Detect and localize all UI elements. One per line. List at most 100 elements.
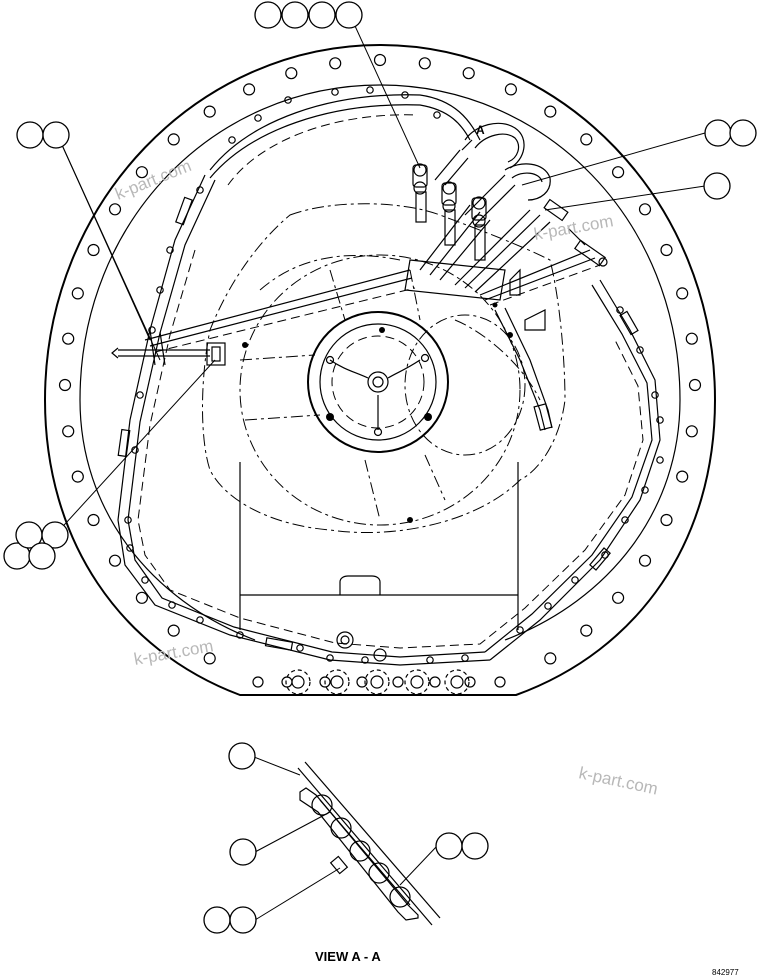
bottom-plugs [285, 669, 470, 695]
harness-clip [426, 656, 434, 664]
bolt-hole [87, 243, 100, 257]
harness-clip [461, 654, 469, 662]
harness-clip [656, 456, 664, 464]
bolt-hole [167, 133, 180, 146]
harness-clip [141, 576, 149, 584]
lower-case [239, 462, 519, 662]
drain-plug [404, 669, 430, 695]
bolt-hole [203, 652, 216, 665]
drain-plug [444, 669, 470, 695]
harness-clip [571, 576, 579, 584]
bolt-hole [135, 591, 148, 604]
bolt-hole [135, 166, 148, 179]
callout-balloon [335, 1, 363, 29]
callout-balloon [28, 542, 56, 570]
bolt-hole [58, 378, 72, 392]
bolt-hole [685, 332, 698, 345]
harness-clip [136, 391, 144, 399]
drain-plug-center [330, 675, 344, 689]
watermark-text: k-part.com [532, 211, 614, 244]
bolt-hole [281, 676, 293, 688]
bolt-hole [544, 652, 557, 665]
harness-clip [331, 88, 339, 96]
bolt-hole [418, 57, 431, 70]
callout-balloon [435, 832, 463, 860]
bolt-hole [167, 624, 180, 637]
bolt-hole [319, 676, 331, 688]
bolt-hole [252, 676, 264, 688]
callout-balloon [41, 521, 69, 549]
harness-clip [544, 602, 552, 610]
harness-clip [124, 516, 132, 524]
harness-clip [254, 114, 262, 122]
bolt-hole [638, 554, 652, 567]
harness-clip [621, 516, 629, 524]
harness-clip [366, 86, 374, 94]
callout-balloon [16, 121, 44, 149]
bolt-hole [688, 378, 702, 392]
bolt-hole [108, 554, 122, 567]
drain-plug [285, 669, 311, 695]
bolt-hole [373, 53, 387, 67]
view-label: VIEW A - A [315, 949, 381, 964]
watermark-text: k-part.com [577, 763, 659, 798]
bolt-hole [494, 676, 506, 688]
callout-balloon [461, 832, 489, 860]
harness-clips [124, 86, 664, 664]
bolt-hole [243, 83, 256, 96]
harness-clip [148, 326, 156, 334]
callout-balloon [203, 906, 231, 934]
bolt-hole [462, 67, 475, 80]
callout-balloon [281, 1, 309, 29]
bolt-hole [660, 243, 673, 257]
flange-bolt-holes [58, 53, 702, 688]
drawing-code: 842977 [712, 968, 739, 977]
harness-clip [616, 306, 624, 314]
section-marker-top: A [461, 123, 586, 246]
callout-balloon [229, 906, 257, 934]
harness-clip [401, 91, 409, 99]
central-hub [307, 311, 449, 453]
hidden-components [202, 203, 566, 533]
harness-clip [636, 346, 644, 354]
view-a-a-detail [297, 761, 441, 926]
harness-clip [236, 631, 244, 639]
harness-clip [326, 654, 334, 662]
bolt-hole [285, 67, 298, 80]
bolt-hole [356, 676, 368, 688]
bolt-hole [429, 676, 441, 688]
bolt-hole [87, 513, 100, 527]
drain-plug [324, 669, 350, 695]
bolt-hole [676, 470, 689, 483]
harness-clip [156, 286, 164, 294]
bolt-hole [611, 591, 625, 604]
bolt-hole [464, 676, 476, 688]
bolt-hole [392, 676, 404, 688]
harness-clamps [117, 196, 639, 651]
bolt-hole [62, 425, 75, 438]
bolt-hole [71, 470, 84, 483]
housing-flange [43, 43, 717, 696]
drain-plug-center [410, 675, 424, 689]
bolt-hole [203, 105, 216, 118]
harness-clip [296, 644, 304, 652]
callout-balloon [42, 121, 70, 149]
bolt-hole [580, 133, 593, 146]
callout-balloon [729, 119, 757, 147]
watermark-text: k-part.com [132, 636, 214, 669]
bolt-hole [685, 425, 698, 438]
callout-balloon [703, 172, 731, 200]
drain-plug-center [370, 675, 384, 689]
callouts [3, 1, 757, 934]
bolt-hole [660, 513, 673, 527]
harness-clip [361, 656, 369, 664]
harness-clip [228, 136, 236, 144]
harness-clip [196, 616, 204, 624]
callout-balloon [308, 1, 336, 29]
bolt-hole [544, 105, 557, 118]
harness-clip [516, 626, 524, 634]
bolt-hole [611, 166, 625, 179]
bolt-hole [676, 287, 689, 300]
harness-clip [126, 544, 134, 552]
